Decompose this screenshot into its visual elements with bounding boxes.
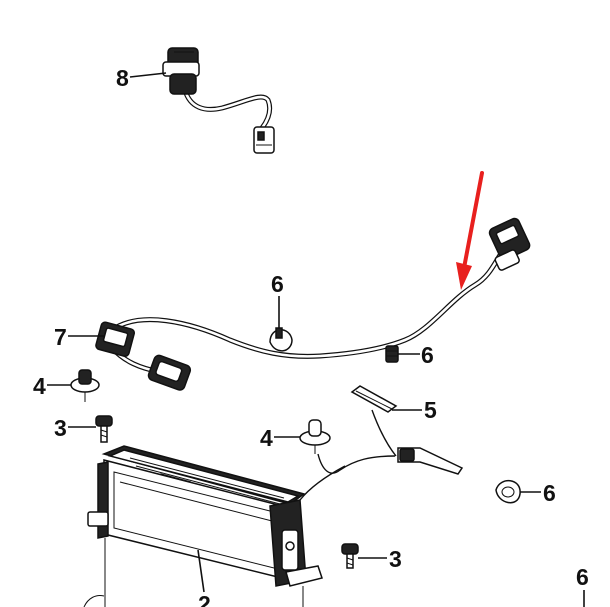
callout-6-bottom: 6 (576, 564, 589, 607)
callout-label-3-top: 3 (54, 415, 67, 441)
callout-label-4-left: 4 (33, 373, 46, 399)
callout-label-5: 5 (424, 397, 437, 423)
clip-part-6-middle[interactable] (385, 345, 399, 363)
callout-label-6-bottom: 6 (576, 564, 589, 590)
callout-4-center: 4 (260, 425, 300, 451)
callout-4-left: 4 (33, 373, 71, 399)
callout-label-6-right: 6 (543, 480, 556, 506)
callout-label-6-top: 6 (271, 271, 284, 297)
callout-8: 8 (116, 65, 167, 91)
callout-6-middle: 6 (398, 342, 434, 368)
clip-part-6-top[interactable] (269, 327, 293, 352)
lightbar-harness[interactable] (299, 409, 464, 501)
harness-part-7[interactable] (95, 217, 535, 392)
clip-part-4-left[interactable] (70, 369, 100, 402)
callout-3-bottom: 3 (358, 546, 402, 572)
callout-label-2: 2 (198, 591, 211, 607)
lightbar-part-2[interactable] (83, 445, 323, 607)
callout-2: 2 (197, 549, 211, 607)
callout-label-3-bottom: 3 (389, 546, 402, 572)
clip-part-4-center[interactable] (299, 419, 331, 454)
screw-part-3-bottom[interactable] (341, 543, 359, 569)
callout-label-8: 8 (116, 65, 129, 91)
callout-label-4-center: 4 (260, 425, 273, 451)
clip-part-6-right[interactable] (495, 480, 521, 504)
red-arrow-indicator (456, 171, 484, 290)
callout-3-top: 3 (54, 415, 96, 441)
callout-5: 5 (392, 397, 437, 423)
harness-part-8[interactable] (162, 47, 275, 154)
callout-label-6-middle: 6 (421, 342, 434, 368)
callout-6-top: 6 (271, 271, 284, 328)
callout-6-right: 6 (520, 480, 556, 506)
callout-label-7: 7 (54, 324, 67, 350)
callout-7: 7 (54, 324, 104, 350)
screw-part-3-top[interactable] (95, 415, 113, 443)
pad-part-5[interactable] (350, 385, 398, 413)
